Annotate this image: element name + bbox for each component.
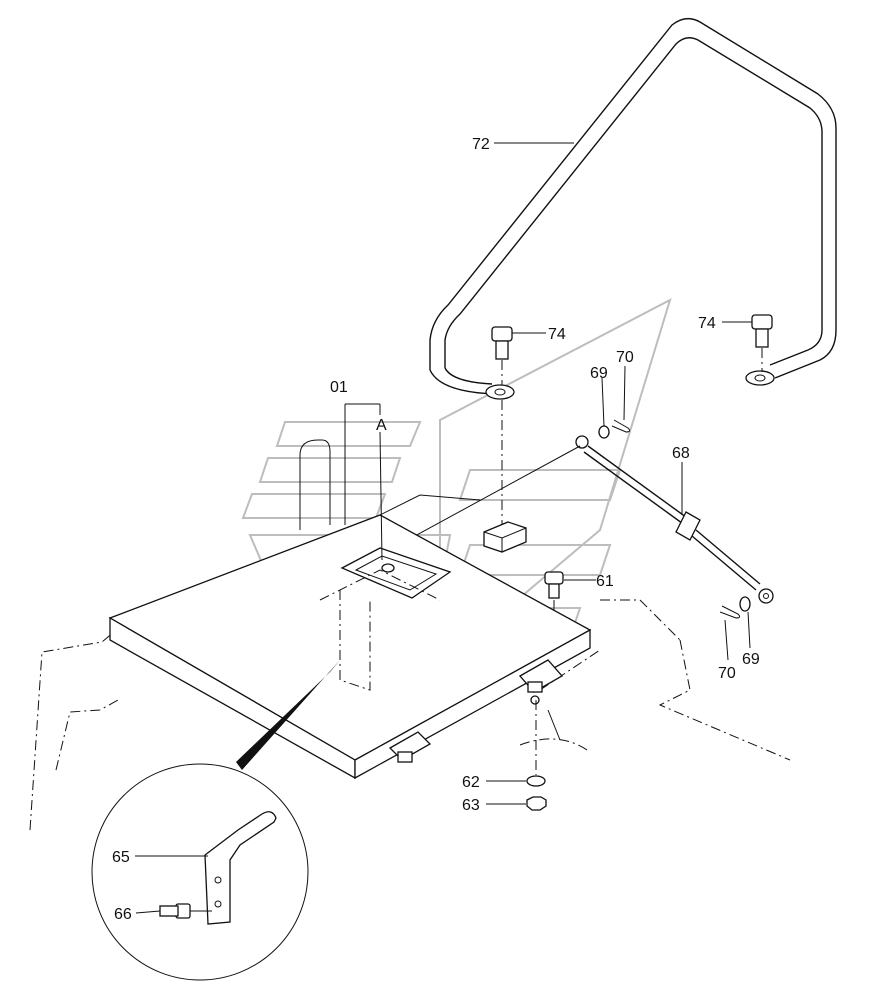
callout-74-right: 74 — [698, 315, 716, 332]
callout-69-bottom: 69 — [742, 651, 760, 668]
callout-69-top: 69 — [590, 365, 608, 382]
detail-arrow — [236, 660, 340, 770]
callout-68: 68 — [672, 445, 690, 462]
bolt-74-right — [751, 314, 773, 372]
nut-63 — [526, 796, 547, 811]
support-block — [483, 521, 527, 553]
leader-lines — [135, 142, 752, 914]
callout-70-bottom: 70 — [718, 665, 736, 682]
floor-plate-01 — [108, 514, 592, 780]
callout-62: 62 — [462, 774, 480, 791]
callout-65: 65 — [112, 849, 130, 866]
handrail-72 — [429, 17, 837, 400]
callout-72: 72 — [472, 136, 490, 153]
washer-62 — [526, 775, 546, 787]
pin-washer-top — [598, 419, 631, 439]
pin-washer-bottom — [719, 596, 751, 619]
bolt-74-left — [491, 326, 513, 385]
callout-A: A — [376, 417, 387, 434]
latch-A — [340, 547, 452, 599]
callout-70-top: 70 — [616, 349, 634, 366]
callout-66: 66 — [114, 906, 132, 923]
callout-01: 01 — [330, 379, 348, 396]
detail-circle — [91, 763, 309, 981]
callout-74-left: 74 — [548, 326, 566, 343]
callout-63: 63 — [462, 797, 480, 814]
gas-spring-68 — [379, 435, 774, 604]
seat-frame — [299, 439, 481, 691]
callout-61: 61 — [596, 573, 614, 590]
